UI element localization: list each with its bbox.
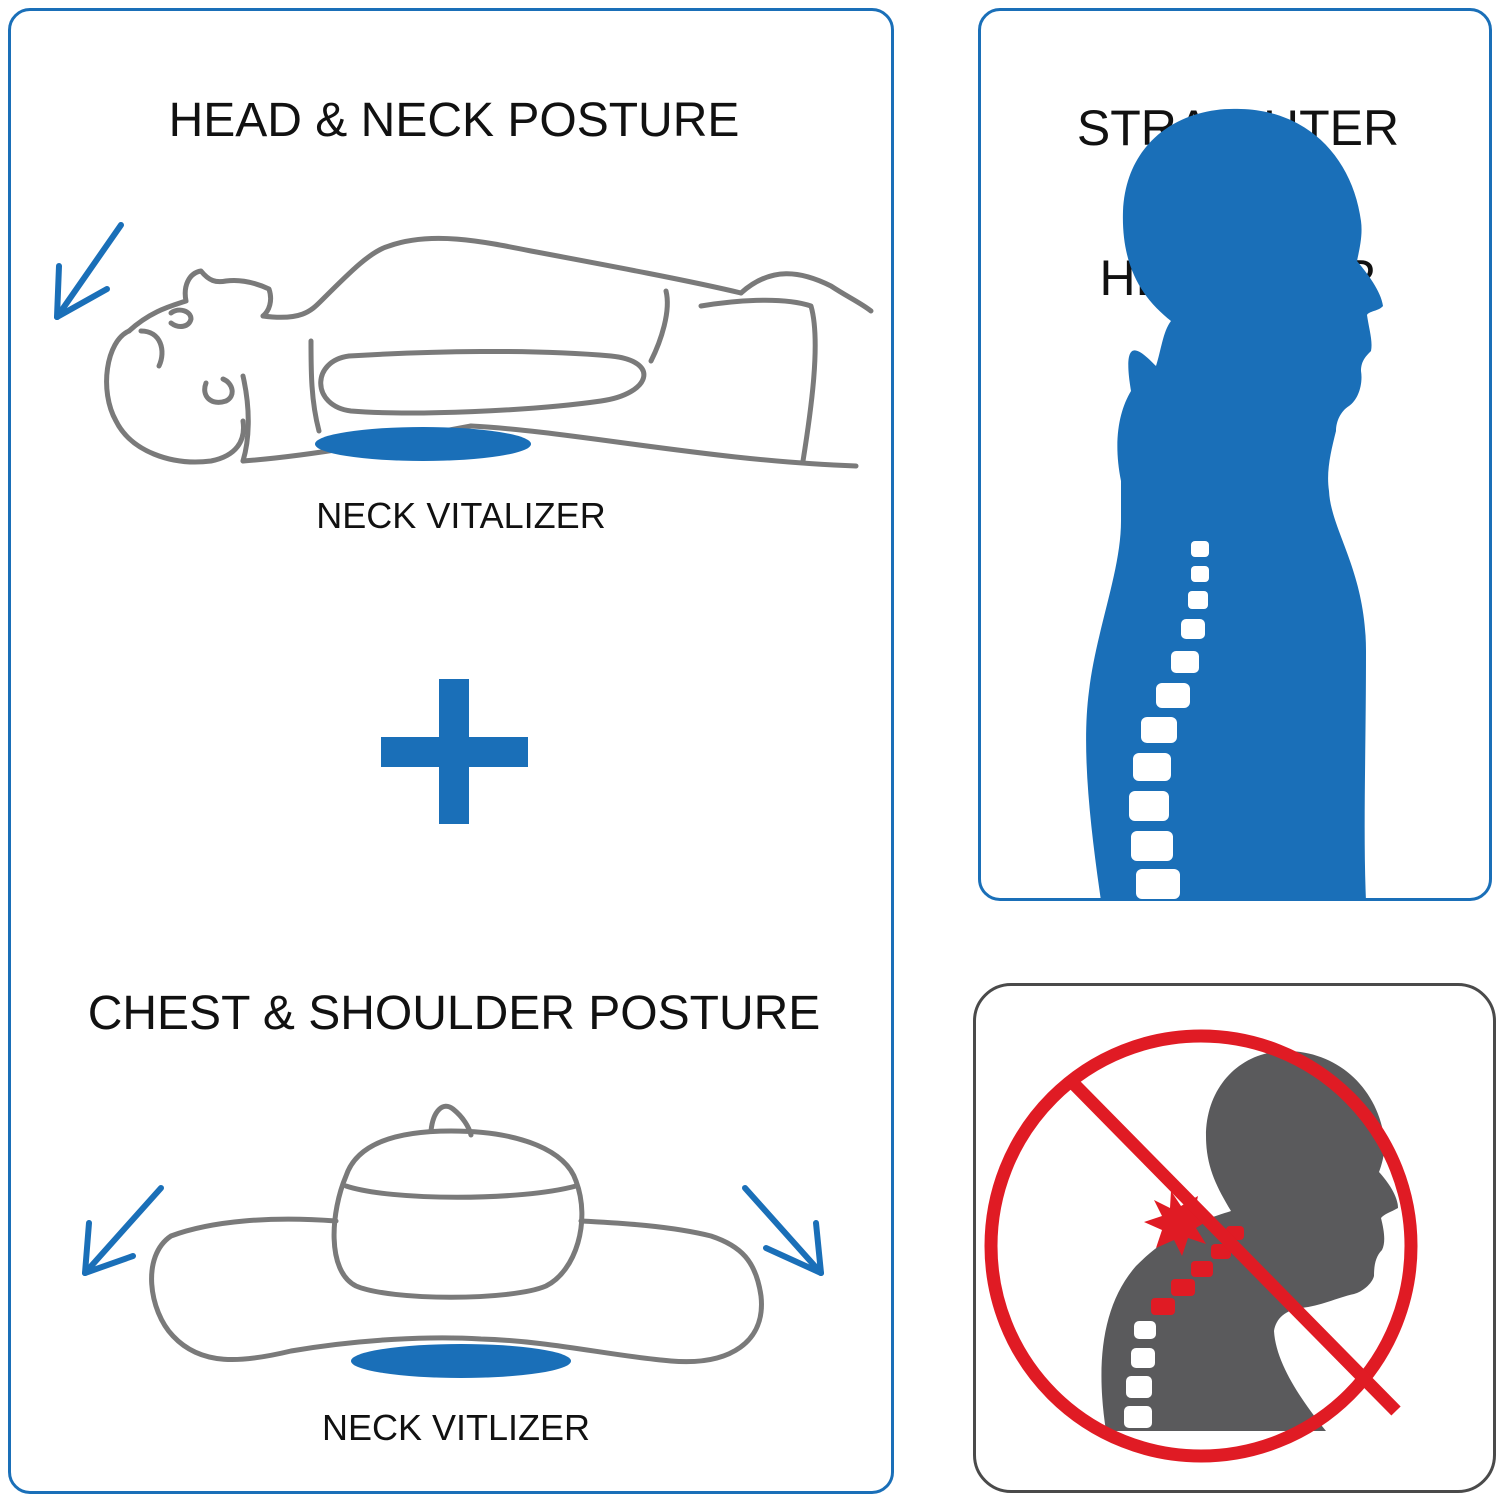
neck-vitalizer-label: NECK VITALIZER — [316, 495, 606, 536]
neck-vitalizer-pad — [315, 427, 531, 461]
plus-icon — [381, 679, 528, 824]
upright-silhouette-illustration — [1086, 108, 1383, 901]
left-info-panel: HEAD & NECK POSTURE — [8, 8, 894, 1494]
neck-vitalizer-pad — [351, 1344, 571, 1378]
chest-shoulder-title: CHEST & SHOULDER POSTURE — [87, 987, 821, 1040]
bad-posture-panel — [973, 983, 1496, 1493]
prohibition-icon — [984, 1029, 1418, 1463]
slouched-silhouette-illustration — [984, 1029, 1418, 1463]
arrow-icon — [82, 1185, 164, 1276]
chest-top-view-illustration — [82, 1103, 824, 1378]
arrow-icon — [54, 222, 124, 320]
head-neck-title: HEAD & NECK POSTURE — [168, 94, 740, 147]
good-posture-panel: STRAIGHTER TALLER HEALTHIER — [978, 8, 1492, 901]
lying-person-illustration — [54, 222, 874, 469]
arrow-icon — [742, 1185, 824, 1276]
neck-vitalizer-label: NECK VITLIZER — [321, 1407, 591, 1448]
